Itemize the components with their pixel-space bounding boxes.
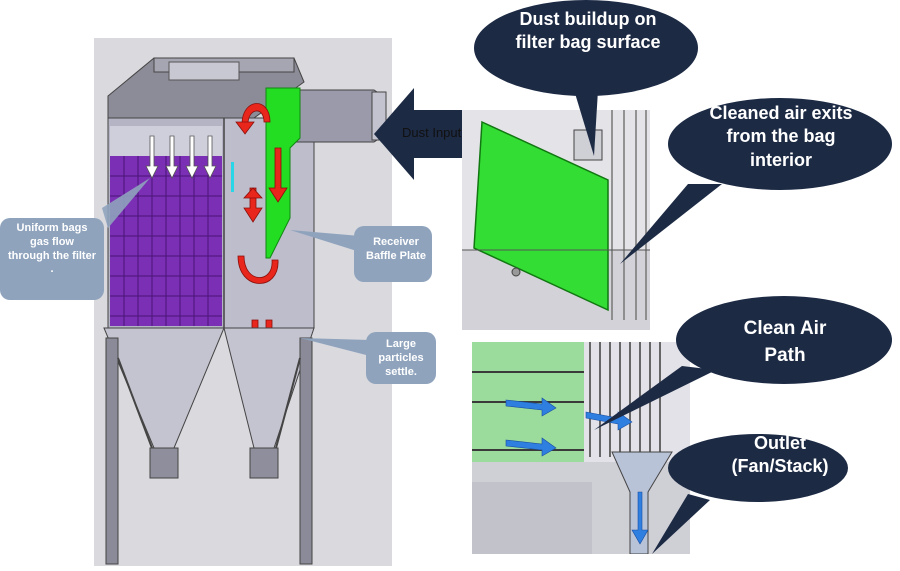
baghouse-cutaway-diagram	[94, 38, 392, 566]
receiver-baffle-label: Receiver Baffle Plate	[366, 236, 426, 262]
filter-bag-closeup	[462, 110, 650, 330]
outlet-bubble	[650, 434, 850, 556]
large-particles-label: Large particles settle.	[378, 338, 424, 378]
baghouse-illustration	[94, 38, 392, 566]
filter-bag-surface	[473, 120, 609, 312]
receiver-baffle-plate	[265, 87, 301, 259]
uniform-bags-callout	[0, 178, 160, 303]
dust-input-arrow	[374, 88, 470, 180]
receiver-baffle-callout	[290, 214, 440, 284]
dust-input-label: Dust Input	[402, 125, 462, 140]
clean-air-path-diagram	[472, 342, 690, 554]
uniform-bags-label: Uniform bags gas flow through the filter…	[8, 222, 96, 276]
cleaned-air-label: Cleaned air exits from the bag interior	[709, 103, 853, 170]
filter-bags	[110, 156, 222, 326]
outlet-label: Outlet (Fan/Stack)	[731, 433, 829, 477]
dust-buildup-label: Dust buildup on filter bag surface	[515, 9, 661, 53]
large-particles-callout	[300, 332, 442, 384]
uniform-flow-arrows	[145, 135, 217, 179]
clean-air-path-bubble	[584, 296, 896, 436]
cleaned-air-bubble	[612, 98, 900, 268]
clean-air-path-label: Clean Air Path	[743, 318, 827, 366]
dust-buildup-bubble	[474, 0, 699, 160]
